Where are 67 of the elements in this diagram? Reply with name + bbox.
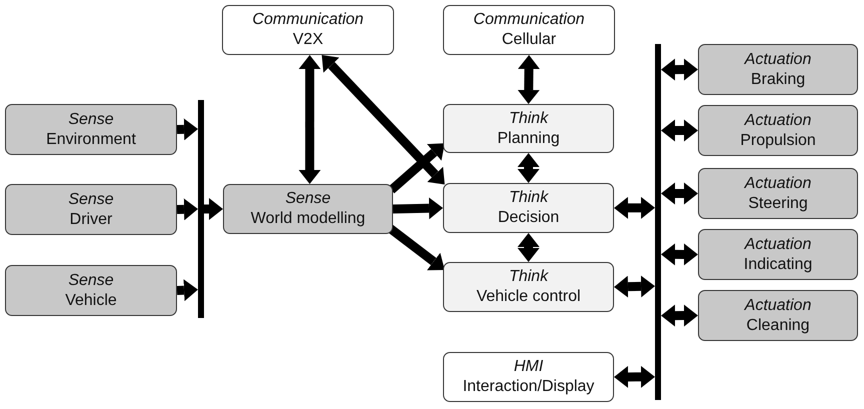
box-label: Planning	[497, 128, 560, 148]
arrow	[176, 198, 198, 220]
box-heading: Sense	[285, 189, 331, 209]
process-box	[698, 290, 858, 341]
arrow	[386, 224, 445, 270]
arrow	[322, 55, 445, 184]
process-box	[5, 184, 177, 235]
box-heading: Sense	[68, 110, 114, 130]
process-box	[698, 105, 858, 156]
box-heading: Think	[508, 267, 548, 287]
process-box	[443, 262, 614, 312]
process-box	[5, 104, 177, 155]
process-box	[222, 5, 394, 55]
box-heading: Think	[508, 108, 548, 128]
bus-bar	[655, 44, 661, 400]
box-label: Decision	[498, 208, 560, 228]
arrow	[661, 182, 698, 204]
box-label: Braking	[750, 70, 806, 90]
box-label: Interaction/Display	[462, 377, 594, 397]
box-heading: HMI	[514, 357, 544, 377]
arrow	[614, 366, 655, 388]
arrow	[518, 55, 540, 104]
box-label: Driver	[70, 210, 112, 230]
box-heading: Actuation	[744, 234, 812, 254]
arrow	[661, 304, 698, 327]
arrow	[661, 120, 698, 142]
process-box	[223, 184, 393, 234]
box-label: Cleaning	[746, 316, 810, 336]
process-box	[698, 44, 858, 95]
arrow	[518, 153, 540, 183]
arrow	[661, 58, 698, 81]
box-heading: Communication	[252, 10, 364, 30]
arrow	[518, 233, 540, 262]
box-heading: Sense	[68, 270, 114, 290]
box-label: V2X	[292, 30, 324, 50]
arrow	[176, 118, 198, 140]
arrow	[614, 275, 655, 298]
box-heading: Actuation	[744, 174, 812, 194]
box-heading: Actuation	[744, 50, 812, 70]
process-box	[443, 104, 614, 153]
box-heading: Communication	[473, 10, 585, 30]
process-box	[5, 265, 177, 316]
box-heading: Actuation	[744, 296, 812, 316]
process-box	[698, 229, 858, 280]
arrow	[204, 198, 223, 220]
process-box	[443, 5, 615, 55]
box-heading: Actuation	[744, 110, 812, 130]
box-heading: Sense	[68, 190, 114, 210]
box-label: Indicating	[744, 254, 812, 274]
arrow	[661, 243, 698, 266]
arrow	[392, 197, 443, 220]
box-label: Vehicle	[65, 290, 117, 310]
process-box	[443, 183, 614, 233]
arrow	[614, 196, 655, 219]
box-label: Vehicle control	[476, 287, 581, 307]
box-label: Propulsion	[740, 130, 816, 150]
box-label: Environment	[46, 130, 136, 150]
box-label: World modelling	[250, 209, 366, 229]
process-box	[443, 352, 614, 402]
box-heading: Think	[508, 188, 548, 208]
arrow	[176, 279, 198, 302]
box-label: Cellular	[502, 30, 556, 50]
arrow	[388, 143, 445, 194]
bus-bar	[198, 100, 204, 318]
arrow	[298, 55, 321, 184]
box-label: Steering	[748, 194, 808, 214]
process-box	[698, 168, 858, 219]
